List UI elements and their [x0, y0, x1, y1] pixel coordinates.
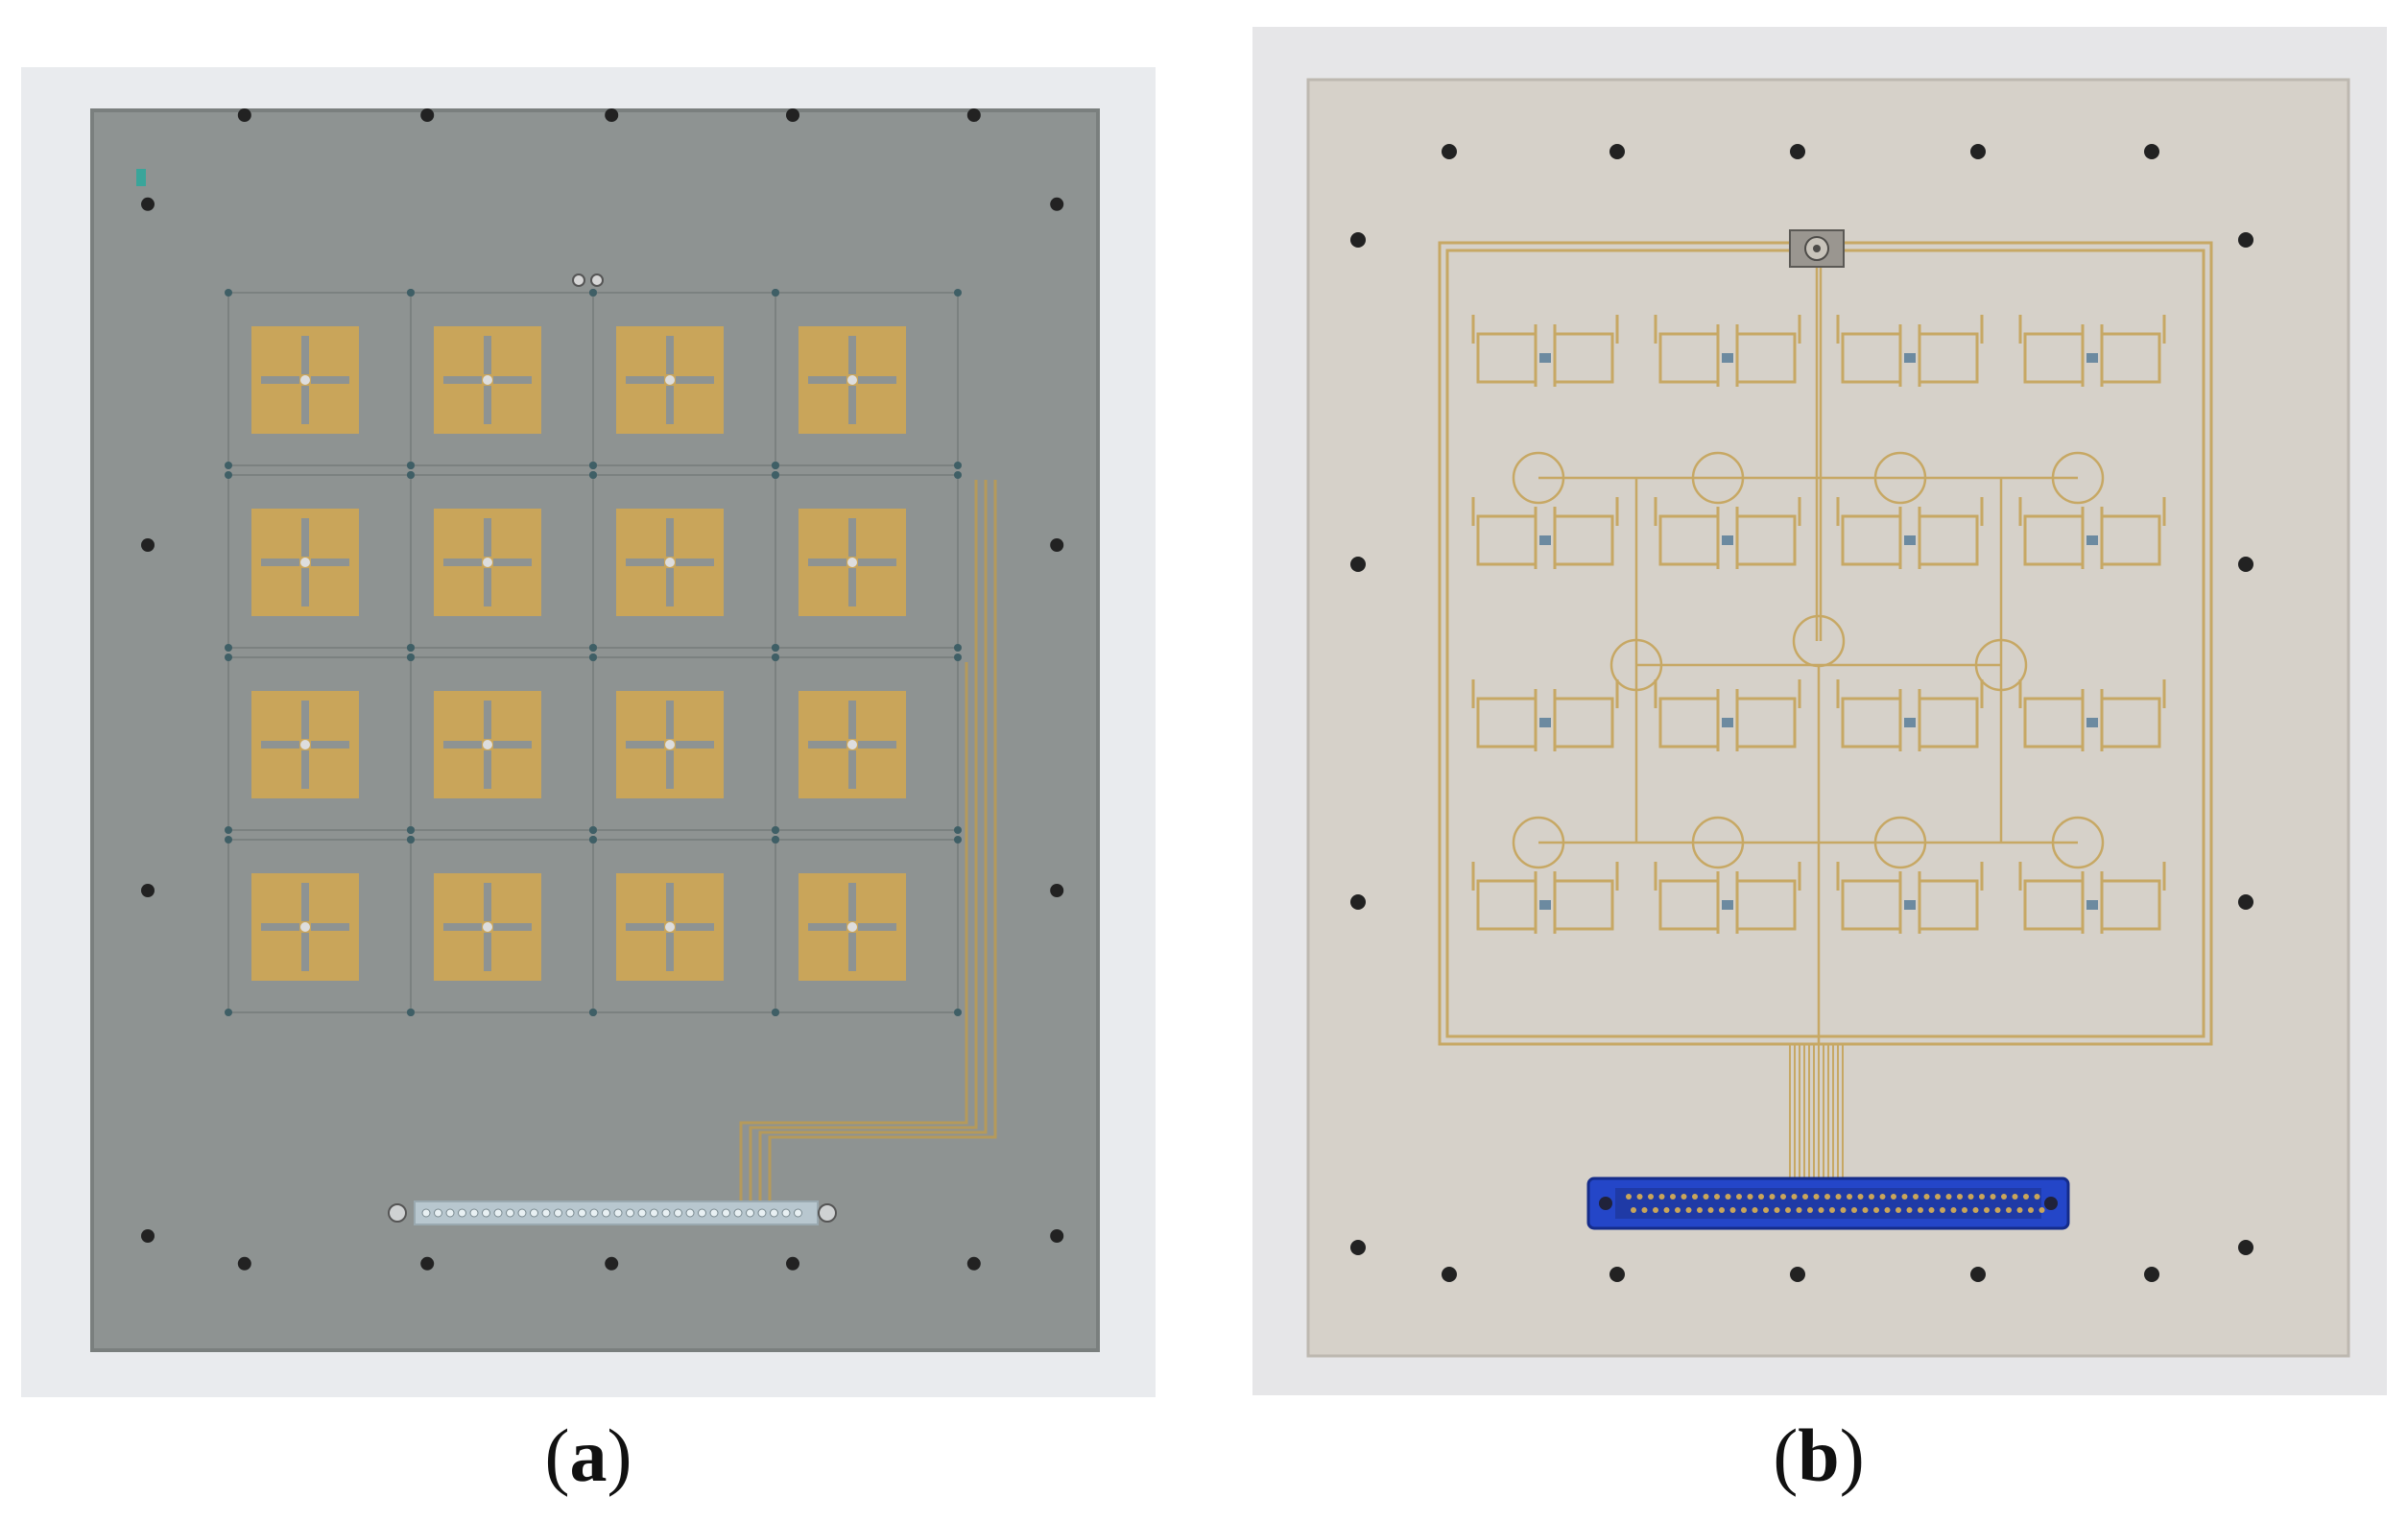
patch-element	[589, 654, 779, 834]
dipole-element	[1836, 679, 1984, 751]
sma-connector	[1789, 229, 1845, 268]
dipole-element	[1836, 497, 1984, 569]
patch-element	[589, 289, 779, 469]
patch-element	[407, 289, 597, 469]
dipole-element	[1471, 679, 1619, 751]
dipole-element	[1654, 862, 1801, 934]
dipole-element	[2018, 862, 2166, 934]
patch-element	[772, 471, 962, 652]
panel-a	[21, 67, 1156, 1397]
dipole-element	[2018, 679, 2166, 751]
patch-element	[225, 654, 415, 834]
dipole-element	[1654, 315, 1801, 387]
feed-lines	[739, 480, 997, 1219]
panel-b-photo	[1252, 27, 2387, 1395]
patch-element	[407, 654, 597, 834]
patch-element	[225, 289, 415, 469]
patch-element	[225, 471, 415, 652]
dipole-element	[2018, 315, 2166, 387]
patch-element	[407, 471, 597, 652]
patch-element	[772, 289, 962, 469]
caption-a: (a)	[544, 1414, 632, 1497]
patch-element	[589, 471, 779, 652]
dipole-element	[1836, 862, 1984, 934]
dipole-element	[1471, 315, 1619, 387]
patch-element	[772, 836, 962, 1016]
dipole-element	[1654, 679, 1801, 751]
patch-element	[772, 654, 962, 834]
mounting-holes	[1350, 144, 2253, 1282]
dipole-element	[1654, 497, 1801, 569]
d-sub-connector	[1586, 1176, 2070, 1230]
dipole-element	[2018, 497, 2166, 569]
caption-b: (b)	[1773, 1414, 1865, 1497]
pcb-board-front	[90, 108, 1100, 1352]
dipole-element	[1471, 862, 1619, 934]
pin-header-connector	[388, 1200, 837, 1225]
feed-network	[1512, 267, 2105, 1044]
antenna-element-array	[1471, 315, 2166, 934]
pcb-board-back	[1306, 78, 2350, 1358]
patch-element	[225, 836, 415, 1016]
dipole-element	[1471, 497, 1619, 569]
panel-b	[1252, 27, 2387, 1395]
control-lines	[1789, 1044, 1844, 1178]
patch-antenna-array	[225, 289, 962, 1016]
panel-a-photo	[21, 67, 1156, 1397]
dipole-element	[1836, 315, 1984, 387]
patch-element	[589, 836, 779, 1016]
mounting-holes	[141, 108, 1064, 1271]
